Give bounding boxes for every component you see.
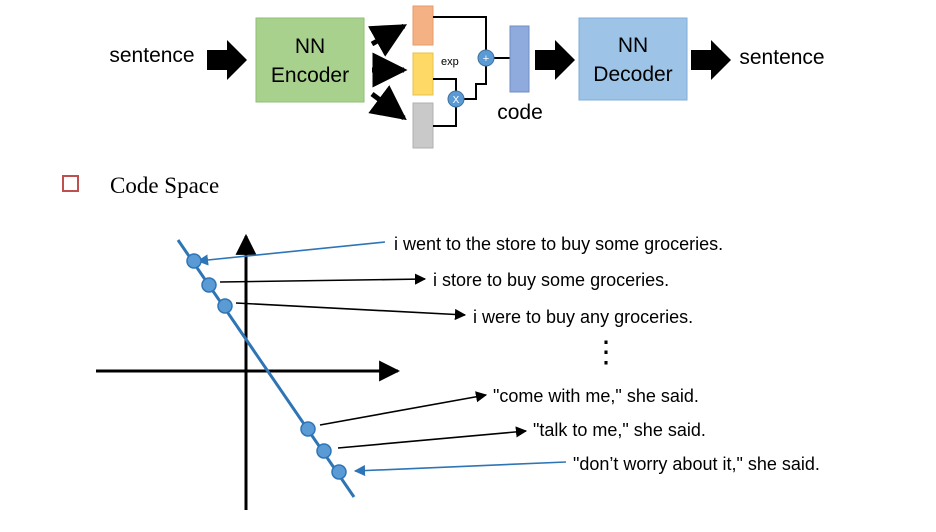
code-space-plot: i went to the store to buy some grocerie… xyxy=(96,233,820,510)
arrow-sentence-3 xyxy=(235,302,467,321)
arrow-sentence-1 xyxy=(196,241,386,266)
code-label: code xyxy=(497,101,543,124)
code-point-4 xyxy=(300,421,316,437)
times-to-plus-line xyxy=(464,66,487,100)
latent-line xyxy=(176,239,356,498)
code-block-arrow xyxy=(535,40,575,80)
logvar-vector-box xyxy=(412,52,434,96)
output-sentence-label: sentence xyxy=(739,46,824,69)
code-vector-box xyxy=(509,25,530,93)
vertical-ellipsis: ⋮ xyxy=(591,336,621,369)
encoder-label-line2: Encoder xyxy=(271,64,349,87)
sentence-label-4: "come with me," she said. xyxy=(493,386,699,406)
code-point-6 xyxy=(331,464,347,480)
mean-to-plus-line xyxy=(433,16,487,50)
times-operator xyxy=(447,90,465,108)
sentence-label-6: "don’t worry about it," she said. xyxy=(573,454,820,474)
hollow-square-bullet-icon xyxy=(62,175,79,192)
exp-label: exp xyxy=(441,56,459,68)
input-block-arrow xyxy=(207,40,247,80)
encoder-box xyxy=(255,17,365,103)
encoder-to-noise-arrow xyxy=(368,85,407,121)
decoder-label-line2: Decoder xyxy=(593,63,672,86)
decoder-label-line1: NN xyxy=(618,34,648,57)
output-block-arrow xyxy=(691,40,731,80)
arrow-sentence-6 xyxy=(353,461,567,477)
code-point-5 xyxy=(316,443,332,459)
code-point-1 xyxy=(186,253,202,269)
sentence-label-1: i went to the store to buy some grocerie… xyxy=(394,234,723,254)
pipeline: sentence NN Encoder exp + X code xyxy=(109,5,825,149)
noise-vector-box xyxy=(412,102,434,149)
code-point-3 xyxy=(217,298,233,314)
input-sentence-label: sentence xyxy=(109,44,194,67)
arrow-sentence-4 xyxy=(319,391,488,426)
times-operator-symbol: X xyxy=(453,95,460,106)
sentence-label-2: i store to buy some groceries. xyxy=(433,270,669,290)
section-title: Code Space xyxy=(110,173,219,198)
mean-vector-box xyxy=(412,5,434,46)
encoder-label-line1: NN xyxy=(295,35,325,58)
encoder-to-mean-arrow xyxy=(367,23,408,57)
code-point-2 xyxy=(201,277,217,293)
sentence-label-3: i were to buy any groceries. xyxy=(473,307,693,327)
sentence-label-5: "talk to me," she said. xyxy=(533,420,706,440)
arrow-sentence-2 xyxy=(219,273,427,285)
arrow-sentence-5 xyxy=(337,426,528,449)
plus-operator-symbol: + xyxy=(483,53,489,65)
noise-to-times-line xyxy=(433,107,457,127)
decoder-box xyxy=(578,17,688,101)
logvar-to-times-line xyxy=(433,78,457,91)
plus-operator xyxy=(477,49,495,67)
